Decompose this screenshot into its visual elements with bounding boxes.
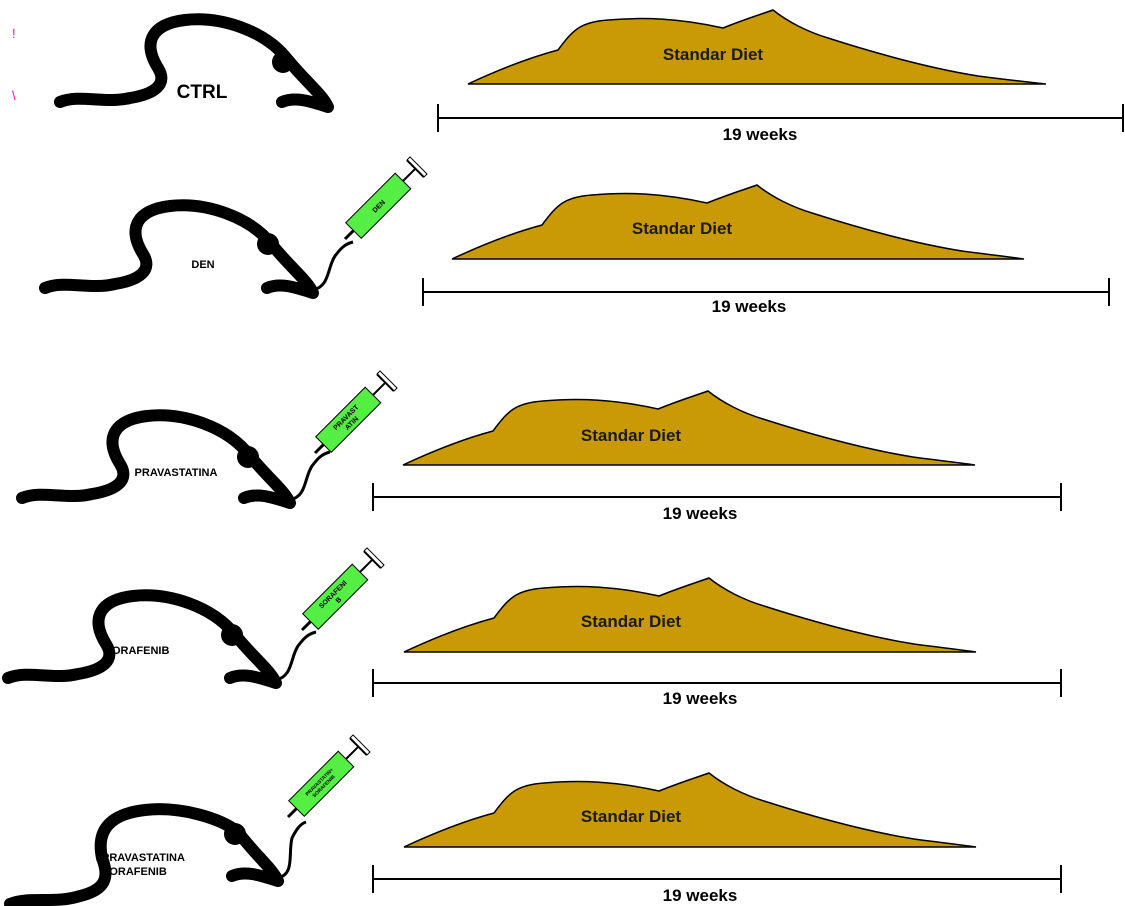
group-sorafenib: SORAFENIB SORAFENI B Standar Diet 19 wee… [2, 547, 1062, 708]
duration-label-sorafenib: 19 weeks [663, 689, 738, 708]
diet-ctrl: Standar Diet [467, 9, 1047, 85]
diet-label-pravastatina-sorafenib: Standar Diet [581, 807, 681, 826]
syringe-pravastatina-sorafenib: PRAVASTATIN+ SORAFENIB [286, 734, 371, 819]
duration-label-pravastatina: 19 weeks [663, 504, 738, 523]
mouse-label-den: DEN [191, 259, 214, 271]
duration-label-ctrl: 19 weeks [723, 125, 798, 144]
mouse-label-ctrl: CTRL [177, 82, 228, 103]
mouse-label-pravastatina: PRAVASTATINA [135, 467, 218, 479]
diet-sorafenib: Standar Diet [403, 577, 977, 653]
timeline-pravastatina-sorafenib: 19 weeks [372, 865, 1062, 905]
mouse-label-combo-2: SORAFENIB [102, 866, 167, 878]
edge-mark-1: ! [12, 26, 16, 41]
timeline-ctrl: 19 weeks [437, 104, 1124, 144]
mouse-label-combo-1: PRAVASTATINA [102, 852, 185, 864]
diet-pravastatina-sorafenib: Standar Diet [403, 772, 977, 848]
mouse-pravastatina: PRAVASTATINA [16, 409, 331, 509]
mouse-sorafenib: SORAFENIB [2, 589, 317, 689]
group-pravastatina: PRAVASTATINA PRAVAST ATIN Standar Diet 1… [16, 370, 1062, 523]
diet-den: Standar Diet [451, 184, 1025, 260]
syringe-label-sorafenib-2: B [335, 596, 344, 605]
group-den: DEN DEN Standar Diet 19 weeks [39, 156, 1110, 316]
syringe-den: DEN [343, 156, 428, 241]
timeline-den: 19 weeks [422, 278, 1110, 316]
group-pravastatina-sorafenib: PRAVASTATINA SORAFENIB PRAVASTATIN+ SORA… [4, 734, 1062, 906]
duration-label-den: 19 weeks [712, 297, 787, 316]
diet-label-ctrl: Standar Diet [663, 45, 763, 64]
diet-label-den: Standar Diet [632, 219, 732, 238]
mouse-label-sorafenib: SORAFENIB [105, 645, 170, 657]
mouse-den: DEN [39, 199, 354, 299]
edge-mark-2: \ [12, 88, 16, 103]
timeline-sorafenib: 19 weeks [372, 669, 1062, 708]
diet-pravastatina: Standar Diet [402, 390, 976, 466]
duration-label-pravastatina-sorafenib: 19 weeks [663, 886, 738, 905]
mouse-ctrl: CTRL [54, 13, 334, 113]
timeline-pravastatina: 19 weeks [372, 483, 1062, 523]
diet-label-pravastatina: Standar Diet [581, 426, 681, 445]
syringe-sorafenib: SORAFENI B [300, 547, 385, 632]
mouse-pravastatina-sorafenib: PRAVASTATINA SORAFENIB [4, 803, 307, 906]
diet-label-sorafenib: Standar Diet [581, 612, 681, 631]
syringe-pravastatina: PRAVAST ATIN [313, 370, 398, 455]
group-ctrl: CTRL Standar Diet 19 weeks [54, 9, 1124, 144]
